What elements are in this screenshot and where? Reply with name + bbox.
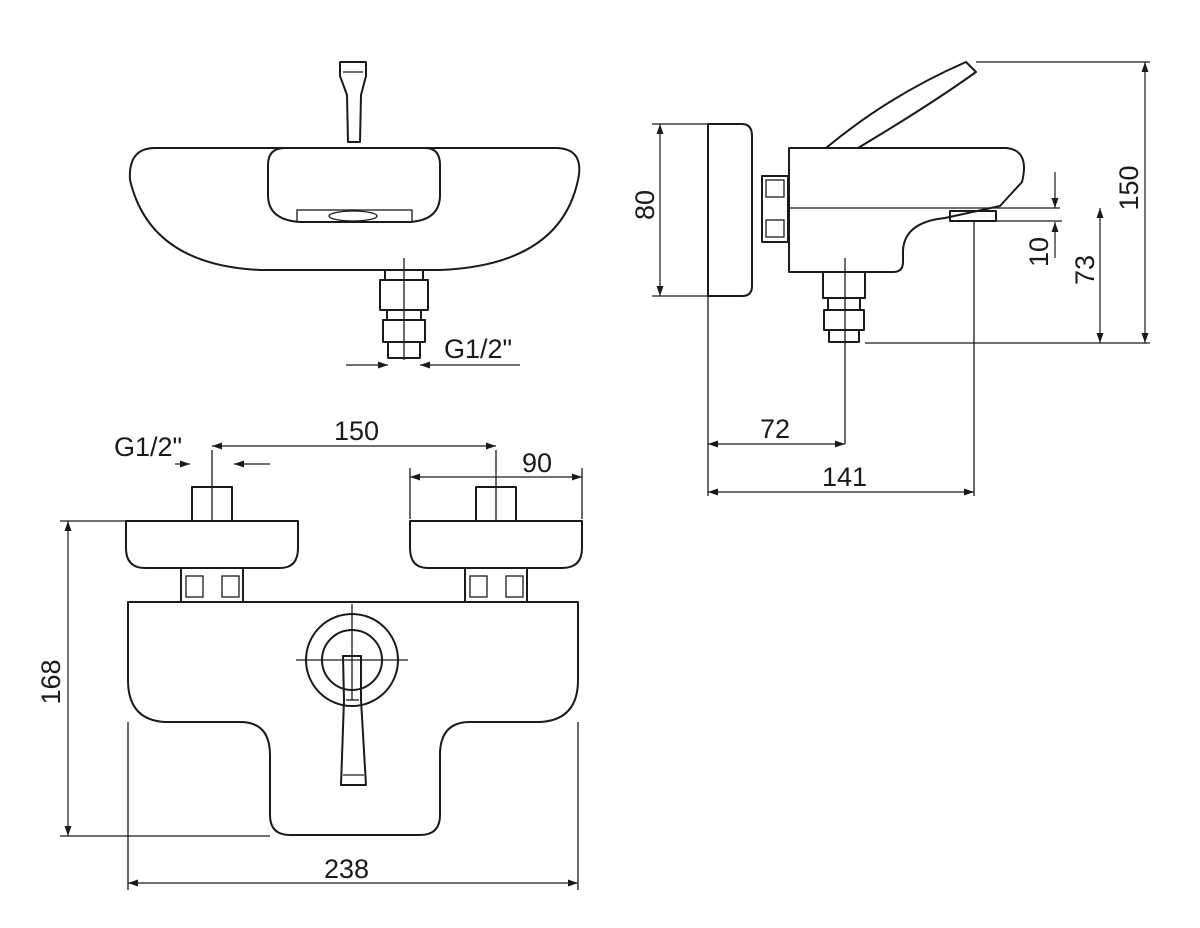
spout-height-dim: 73 [1070, 208, 1104, 343]
left-escutcheon [125, 520, 299, 569]
front-thread-label: G1/2" [114, 432, 182, 462]
escutcheon-width-dim: 90 [409, 448, 583, 519]
top-view: G1/2" [128, 61, 581, 369]
spout-drop-dim: 10 [996, 172, 1062, 267]
side-escutcheon [707, 123, 753, 297]
total-height-dim: 150 [865, 61, 1150, 344]
total-height-label: 150 [1114, 165, 1144, 210]
front-view: G1/2" 150 90 168 238 [36, 416, 583, 890]
overall-width-dim: 238 [127, 722, 579, 890]
body-depth-dim: 80 [630, 123, 708, 297]
side-body-outline [788, 147, 1025, 273]
inlet-projection-label: 72 [760, 414, 790, 444]
overall-height-label: 168 [36, 659, 66, 704]
top-body-outline [128, 147, 581, 271]
side-lever [825, 61, 977, 149]
total-projection-label: 141 [822, 462, 867, 492]
top-thread-label: G1/2" [444, 334, 512, 364]
spout-height-label: 73 [1070, 255, 1100, 285]
front-body-outline [127, 601, 579, 836]
side-view: 80 150 10 73 72 14 [630, 61, 1150, 496]
front-thread-dim: G1/2" [114, 432, 270, 468]
spout-drop-label: 10 [1024, 237, 1054, 267]
top-lever [339, 61, 367, 143]
front-lever [340, 655, 367, 786]
top-inlet [379, 258, 429, 360]
overall-height-dim: 168 [36, 520, 270, 837]
overall-width-label: 238 [324, 854, 369, 884]
escutcheon-width-label: 90 [522, 448, 552, 478]
inlet-spacing-dim: 150 [212, 416, 496, 450]
right-escutcheon [409, 520, 583, 569]
body-depth-label: 80 [630, 190, 660, 220]
top-thread-dim: G1/2" [346, 334, 520, 369]
inlet-projection-dim: 72 [707, 296, 845, 496]
total-projection-dim: 141 [708, 221, 975, 496]
inlet-spacing-label: 150 [334, 416, 379, 446]
